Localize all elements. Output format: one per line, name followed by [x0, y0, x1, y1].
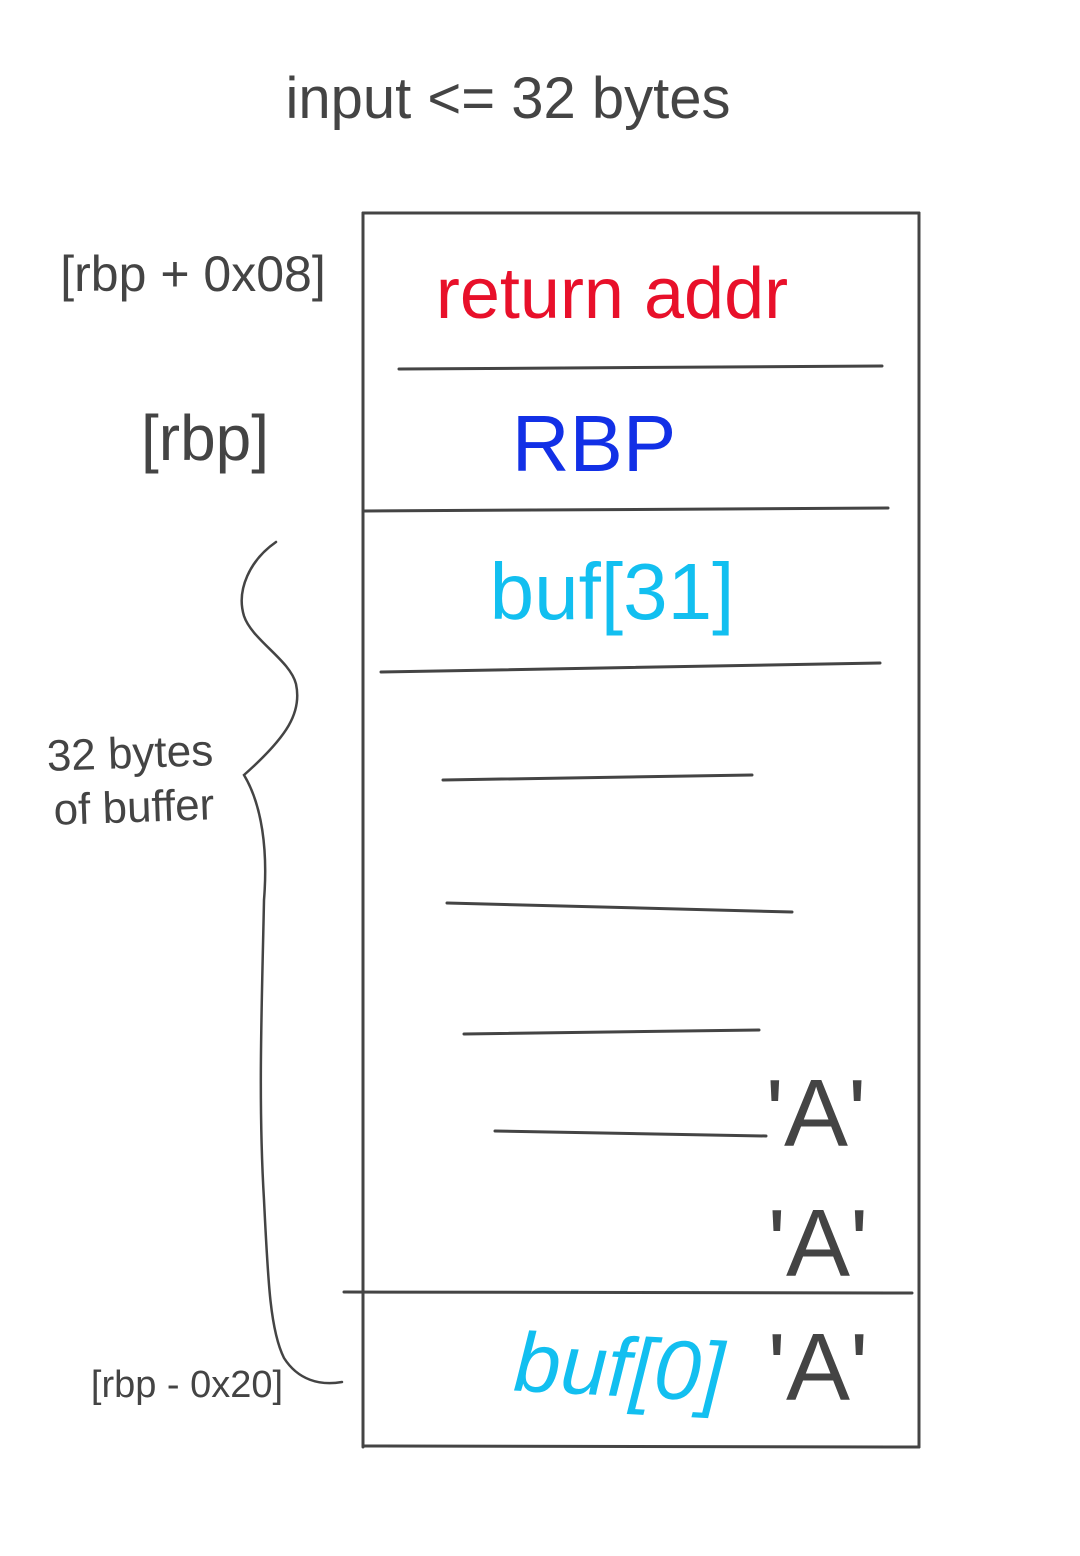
- stack-frame-bottom-edge: [361, 1444, 921, 1449]
- divider-buf0: [342, 1290, 914, 1295]
- divider-return-rbp: [397, 364, 884, 371]
- divider-buf31: [379, 661, 882, 674]
- divider-buf-slot: [462, 1028, 761, 1036]
- divider-buf-slot: [441, 773, 754, 782]
- stack-frame: [361, 211, 921, 1449]
- slot-dividers: [342, 364, 914, 1295]
- cell-return-addr: return addr: [436, 254, 788, 334]
- label-return-offset: [rbp + 0x08]: [60, 246, 325, 302]
- cell-buf-31: buf[31]: [490, 547, 735, 636]
- divider-buf-slot: [445, 901, 794, 914]
- buffer-brace: [240, 540, 344, 1385]
- divider-buf-slot: [493, 1129, 768, 1138]
- label-rbp-offset: [rbp]: [141, 402, 269, 474]
- input-char: 'A': [768, 1190, 869, 1297]
- input-char: 'A': [766, 1060, 867, 1167]
- diagram-title: input <= 32 bytes: [286, 66, 731, 131]
- label-buffer-size-line1: 32 bytes: [46, 726, 214, 781]
- cell-saved-rbp: RBP: [512, 399, 677, 488]
- cell-buf-0: buf[0]: [512, 1315, 728, 1420]
- divider-rbp-buffer: [362, 506, 890, 513]
- input-char: 'A': [768, 1314, 869, 1421]
- label-buffer-start-offset: [rbp - 0x20]: [91, 1364, 283, 1406]
- label-buffer-size-line2: of buffer: [53, 780, 215, 835]
